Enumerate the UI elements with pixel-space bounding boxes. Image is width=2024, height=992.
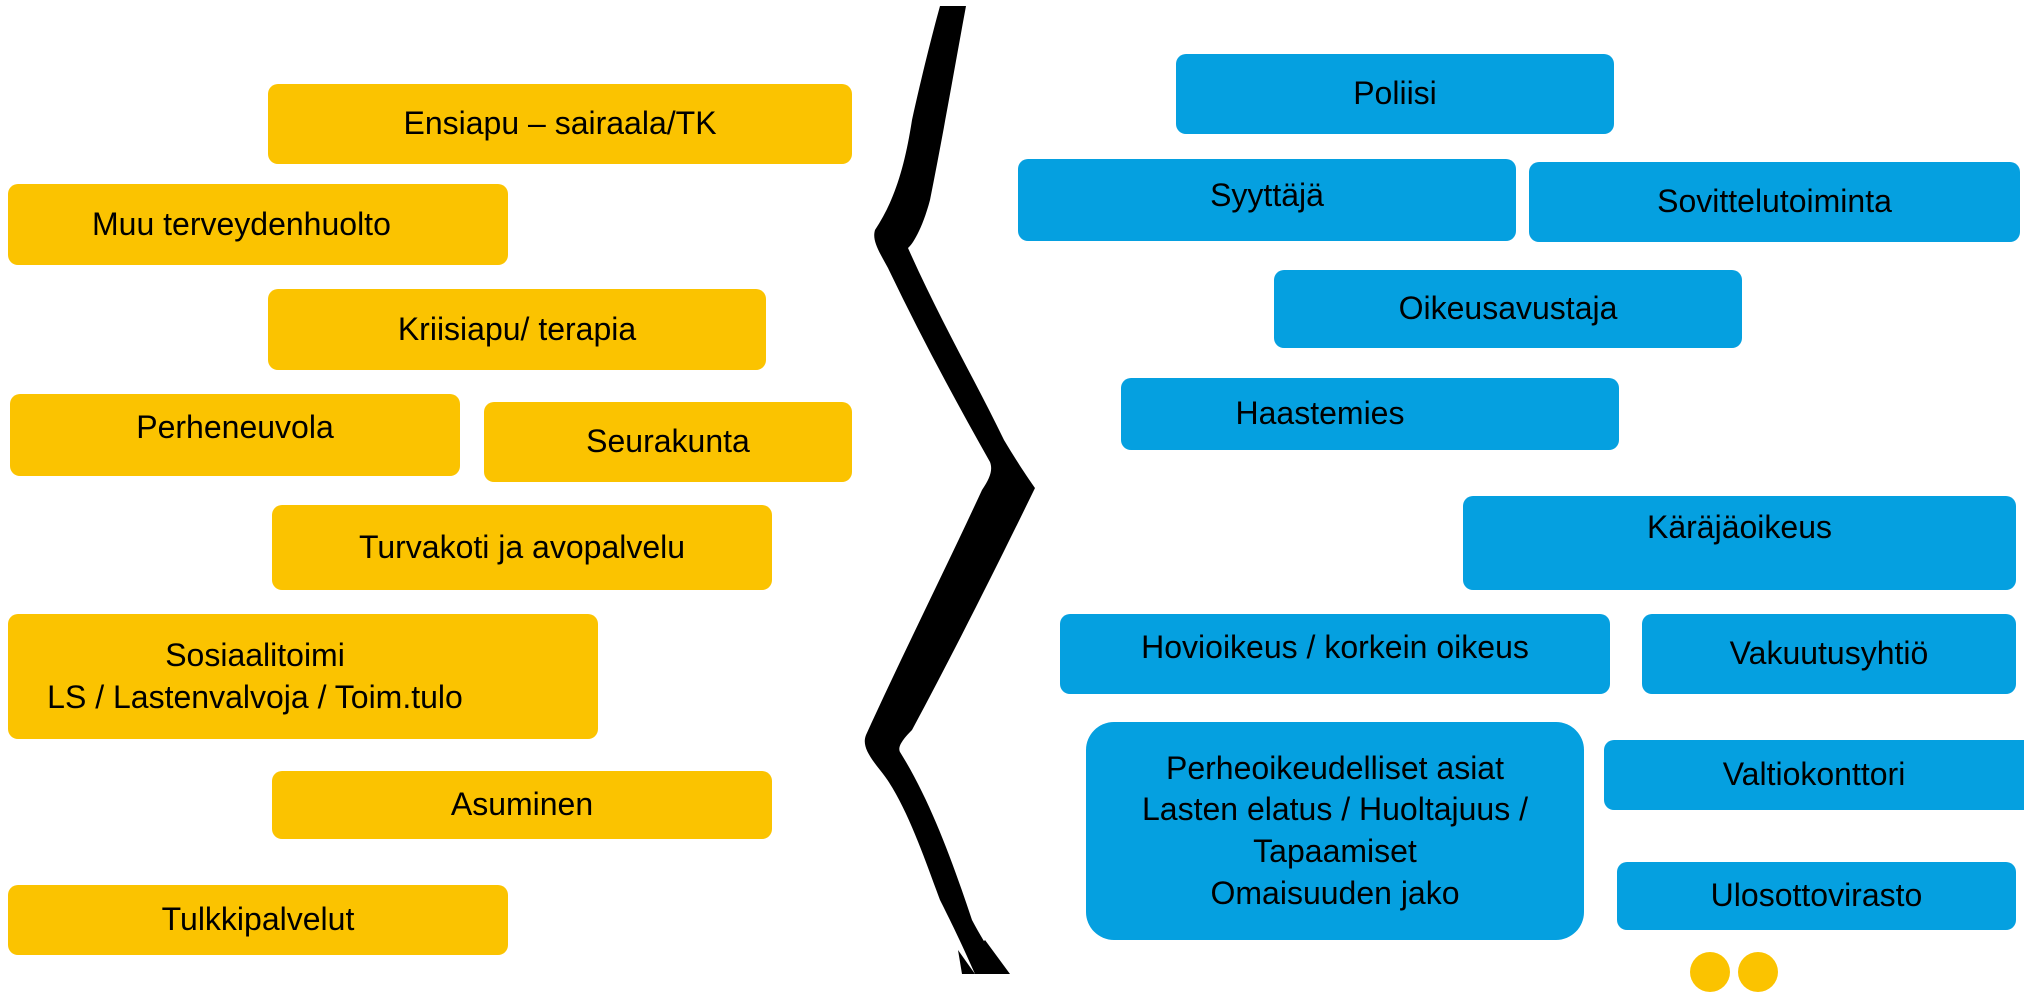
kriisiapu-label: Kriisiapu/ terapia [397, 310, 637, 347]
muu-terveydenhuolto-box: Muu terveydenhuolto [8, 184, 508, 265]
ulosottovirasto-label: Ulosottovirasto [1710, 877, 1923, 914]
perheneuvola-label: Perheneuvola [136, 409, 334, 446]
haastemies-label: Haastemies [1235, 395, 1405, 432]
asuminen-box: Asuminen [272, 771, 772, 839]
vakuutusyhtio-box: Vakuutusyhtiö [1642, 614, 2016, 694]
hovioikeus-box: Hovioikeus / korkein oikeus [1060, 614, 1610, 694]
perheoikeudelliset-line-2: Lasten elatus / Huoltajuus / [1141, 791, 1528, 828]
asuminen-label: Asuminen [450, 786, 594, 823]
perheoikeudelliset-line-4: Omaisuuden jako [1210, 874, 1460, 911]
crack-splinter [958, 950, 975, 974]
oikeusavustaja-box: Oikeusavustaja [1274, 270, 1742, 348]
perheneuvola-box: Perheneuvola [10, 394, 460, 476]
crack-shape [864, 6, 1035, 974]
syyttaja-box: Syyttäjä [1018, 159, 1516, 241]
ensiapu-box: Ensiapu – sairaala/TK [268, 84, 852, 164]
sovittelutoiminta-label: Sovittelutoiminta [1657, 183, 1892, 220]
sosiaalitoimi-subtitle: LS / Lastenvalvoja / Toim.tulo [47, 678, 463, 715]
turvakoti-label: Turvakoti ja avopalvelu [358, 528, 686, 565]
valtiokonttori-label: Valtiokonttori [1722, 756, 1906, 793]
turvakoti-box: Turvakoti ja avopalvelu [272, 505, 772, 590]
ulosottovirasto-box: Ulosottovirasto [1617, 862, 2016, 930]
seurakunta-label: Seurakunta [586, 423, 750, 460]
oikeusavustaja-label: Oikeusavustaja [1398, 290, 1618, 327]
seurakunta-box: Seurakunta [484, 402, 852, 482]
perheoikeudelliset-box: Perheoikeudelliset asiat Lasten elatus /… [1086, 722, 1584, 940]
hovioikeus-label: Hovioikeus / korkein oikeus [1141, 629, 1529, 666]
sovittelutoiminta-box: Sovittelutoiminta [1529, 162, 2020, 242]
sosiaalitoimi-box: Sosiaalitoimi LS / Lastenvalvoja / Toim.… [8, 614, 598, 739]
muu-terveydenhuolto-label: Muu terveydenhuolto [92, 205, 391, 242]
karajaoikeus-box: Käräjäoikeus [1463, 496, 2016, 590]
poliisi-box: Poliisi [1176, 54, 1614, 134]
kriisiapu-box: Kriisiapu/ terapia [268, 289, 766, 370]
haastemies-box: Haastemies [1121, 378, 1619, 450]
perheoikeudelliset-title: Perheoikeudelliset asiat [1166, 749, 1504, 786]
tulkkipalvelut-box: Tulkkipalvelut [8, 885, 508, 955]
perheoikeudelliset-line-3: Tapaamiset [1253, 833, 1417, 869]
poliisi-label: Poliisi [1353, 75, 1437, 112]
valtiokonttori-box: Valtiokonttori [1604, 740, 2024, 810]
ensiapu-label: Ensiapu – sairaala/TK [403, 105, 717, 142]
decorative-dot-right [1738, 952, 1778, 992]
tulkkipalvelut-label: Tulkkipalvelut [161, 901, 355, 938]
syyttaja-label: Syyttäjä [1210, 177, 1324, 214]
vakuutusyhtio-label: Vakuutusyhtiö [1729, 635, 1929, 672]
crack-splinter-2 [978, 940, 1010, 974]
decorative-dot-left [1690, 952, 1730, 992]
sosiaalitoimi-title: Sosiaalitoimi [165, 636, 345, 673]
karajaoikeus-label: Käräjäoikeus [1647, 509, 1832, 546]
